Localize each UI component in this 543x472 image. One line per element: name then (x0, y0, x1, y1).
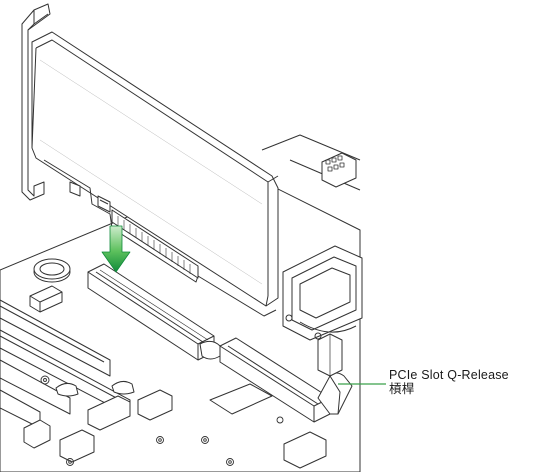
standoffs (40, 375, 284, 466)
cpu-socket (282, 245, 363, 341)
small-header (29, 285, 63, 313)
power-connector (321, 152, 357, 188)
graphics-card (21, 3, 279, 317)
bottom-connectors (23, 383, 327, 469)
lower-slots (0, 299, 135, 429)
callout-label: PCIe Slot Q-Release 槓桿 (389, 368, 509, 396)
pcie-q-release-lever (219, 333, 353, 423)
pcie-x16-slot (87, 263, 221, 361)
insert-direction-arrow-icon (101, 225, 131, 273)
callout-label-line2: 槓桿 (389, 381, 415, 396)
card-shading (39, 59, 263, 285)
callout-label-line1: PCIe Slot Q-Release (389, 368, 509, 382)
cmos-battery (33, 258, 71, 283)
